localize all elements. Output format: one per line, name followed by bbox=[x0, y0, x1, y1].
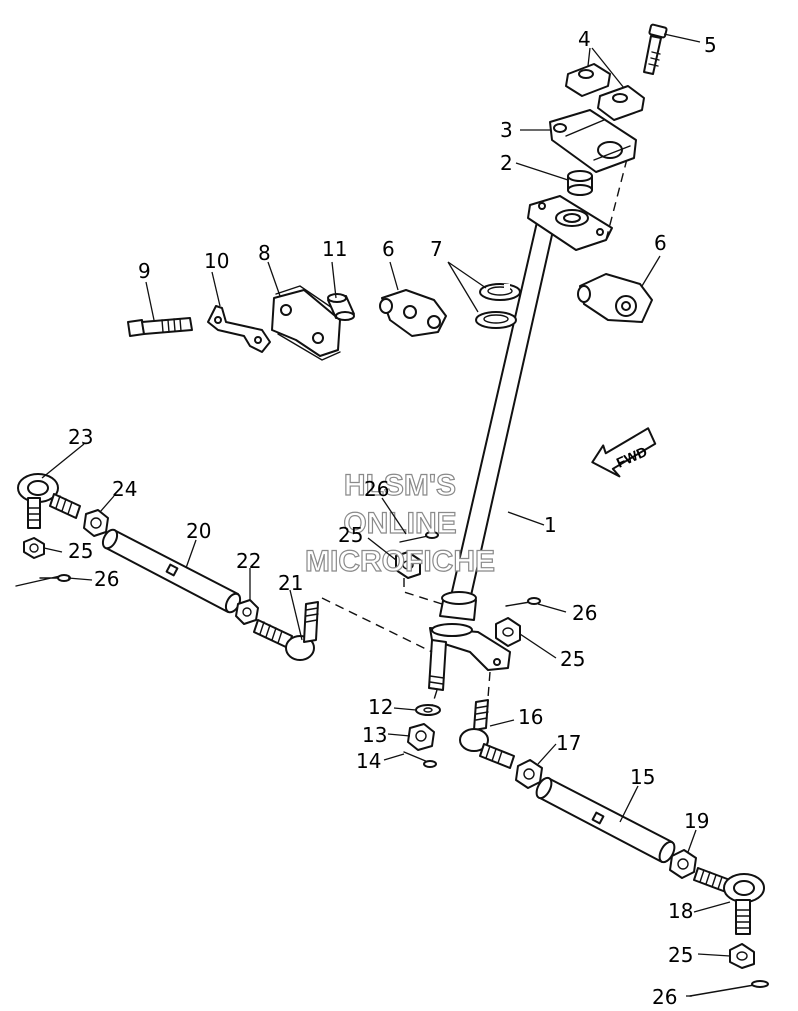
rod-end-16 bbox=[459, 699, 515, 769]
rod-end-23 bbox=[17, 473, 81, 529]
lock-plate-10 bbox=[207, 305, 271, 353]
watermark-line-3: MICROFICHE bbox=[305, 545, 495, 578]
alignment-lines bbox=[321, 154, 629, 707]
nut-24 bbox=[83, 509, 109, 537]
callout-25-center: 25 bbox=[338, 523, 363, 547]
bracket-lower-3 bbox=[549, 109, 637, 173]
cotter-pin-26-center bbox=[399, 531, 439, 543]
tie-rod-15 bbox=[535, 776, 676, 864]
nut-25-bottom bbox=[729, 943, 755, 969]
callout-19: 19 bbox=[684, 809, 709, 833]
fwd-arrow-icon: FWD bbox=[591, 427, 657, 478]
callout-2: 2 bbox=[500, 151, 513, 175]
callout-18: 18 bbox=[668, 899, 693, 923]
watermark-line-2: ONLINE bbox=[343, 507, 456, 540]
watermark-line-1: HLSM'S bbox=[344, 469, 456, 502]
cotter-pin-26-right bbox=[505, 597, 541, 607]
callout-20: 20 bbox=[186, 519, 211, 543]
callout-26-bottom: 26 bbox=[652, 985, 677, 1009]
callout-25-right: 25 bbox=[560, 647, 585, 671]
washer-12 bbox=[415, 704, 441, 716]
callout-22: 22 bbox=[236, 549, 261, 573]
callout-6-right: 6 bbox=[654, 231, 667, 255]
bolt-9 bbox=[127, 317, 193, 337]
callout-13: 13 bbox=[362, 723, 387, 747]
shaft-holder-6-right bbox=[577, 273, 653, 323]
callout-6-left: 6 bbox=[382, 237, 395, 261]
callout-17: 17 bbox=[556, 731, 581, 755]
callout-23: 23 bbox=[68, 425, 93, 449]
callout-4: 4 bbox=[578, 27, 591, 51]
callout-16: 16 bbox=[518, 705, 543, 729]
nut-19 bbox=[669, 849, 697, 879]
leader-lines bbox=[41, 33, 731, 997]
rod-end-18 bbox=[693, 867, 765, 935]
callout-25-left: 25 bbox=[68, 539, 93, 563]
nut-25-center bbox=[395, 551, 421, 579]
bracket-8 bbox=[271, 285, 345, 361]
callout-12: 12 bbox=[368, 695, 393, 719]
washer-7 bbox=[475, 283, 521, 329]
bolt-5 bbox=[643, 23, 668, 75]
callout-15: 15 bbox=[630, 765, 655, 789]
callout-25-bottom: 25 bbox=[668, 943, 693, 967]
nut-17 bbox=[515, 759, 543, 789]
shaft-holder-6-left bbox=[379, 289, 447, 337]
rod-end-21 bbox=[253, 601, 319, 661]
callout-26-center: 26 bbox=[364, 477, 389, 501]
nut-25-left bbox=[23, 537, 45, 559]
callout-11: 11 bbox=[322, 237, 347, 261]
callout-24: 24 bbox=[112, 477, 137, 501]
watermark: HLSM'S ONLINE MICROFICHE bbox=[304, 468, 495, 578]
callout-9: 9 bbox=[138, 259, 151, 283]
callout-3: 3 bbox=[500, 118, 513, 142]
steering-column bbox=[428, 195, 613, 691]
callout-14: 14 bbox=[356, 749, 381, 773]
callout-26-left: 26 bbox=[94, 567, 119, 591]
callout-26-right: 26 bbox=[572, 601, 597, 625]
collar-11 bbox=[327, 293, 355, 321]
bracket-holder-4 bbox=[565, 63, 645, 121]
nut-22 bbox=[235, 599, 259, 625]
callout-7: 7 bbox=[430, 237, 443, 261]
callout-5: 5 bbox=[704, 33, 717, 57]
nut-25-right bbox=[495, 617, 521, 647]
callout-8: 8 bbox=[258, 241, 271, 265]
nut-13 bbox=[407, 723, 435, 751]
bushing-2 bbox=[567, 170, 593, 196]
callouts: 1 2 3 4 5 6 6 7 8 9 10 11 12 13 14 15 16… bbox=[68, 27, 717, 1009]
callout-10: 10 bbox=[204, 249, 229, 273]
tie-rod-20 bbox=[101, 528, 242, 614]
callout-1: 1 bbox=[544, 513, 557, 537]
cotter-pin-14 bbox=[403, 751, 437, 768]
cotter-pin-26-bottom bbox=[689, 980, 769, 997]
callout-21: 21 bbox=[278, 571, 303, 595]
cotter-pin-26-left bbox=[15, 574, 71, 587]
